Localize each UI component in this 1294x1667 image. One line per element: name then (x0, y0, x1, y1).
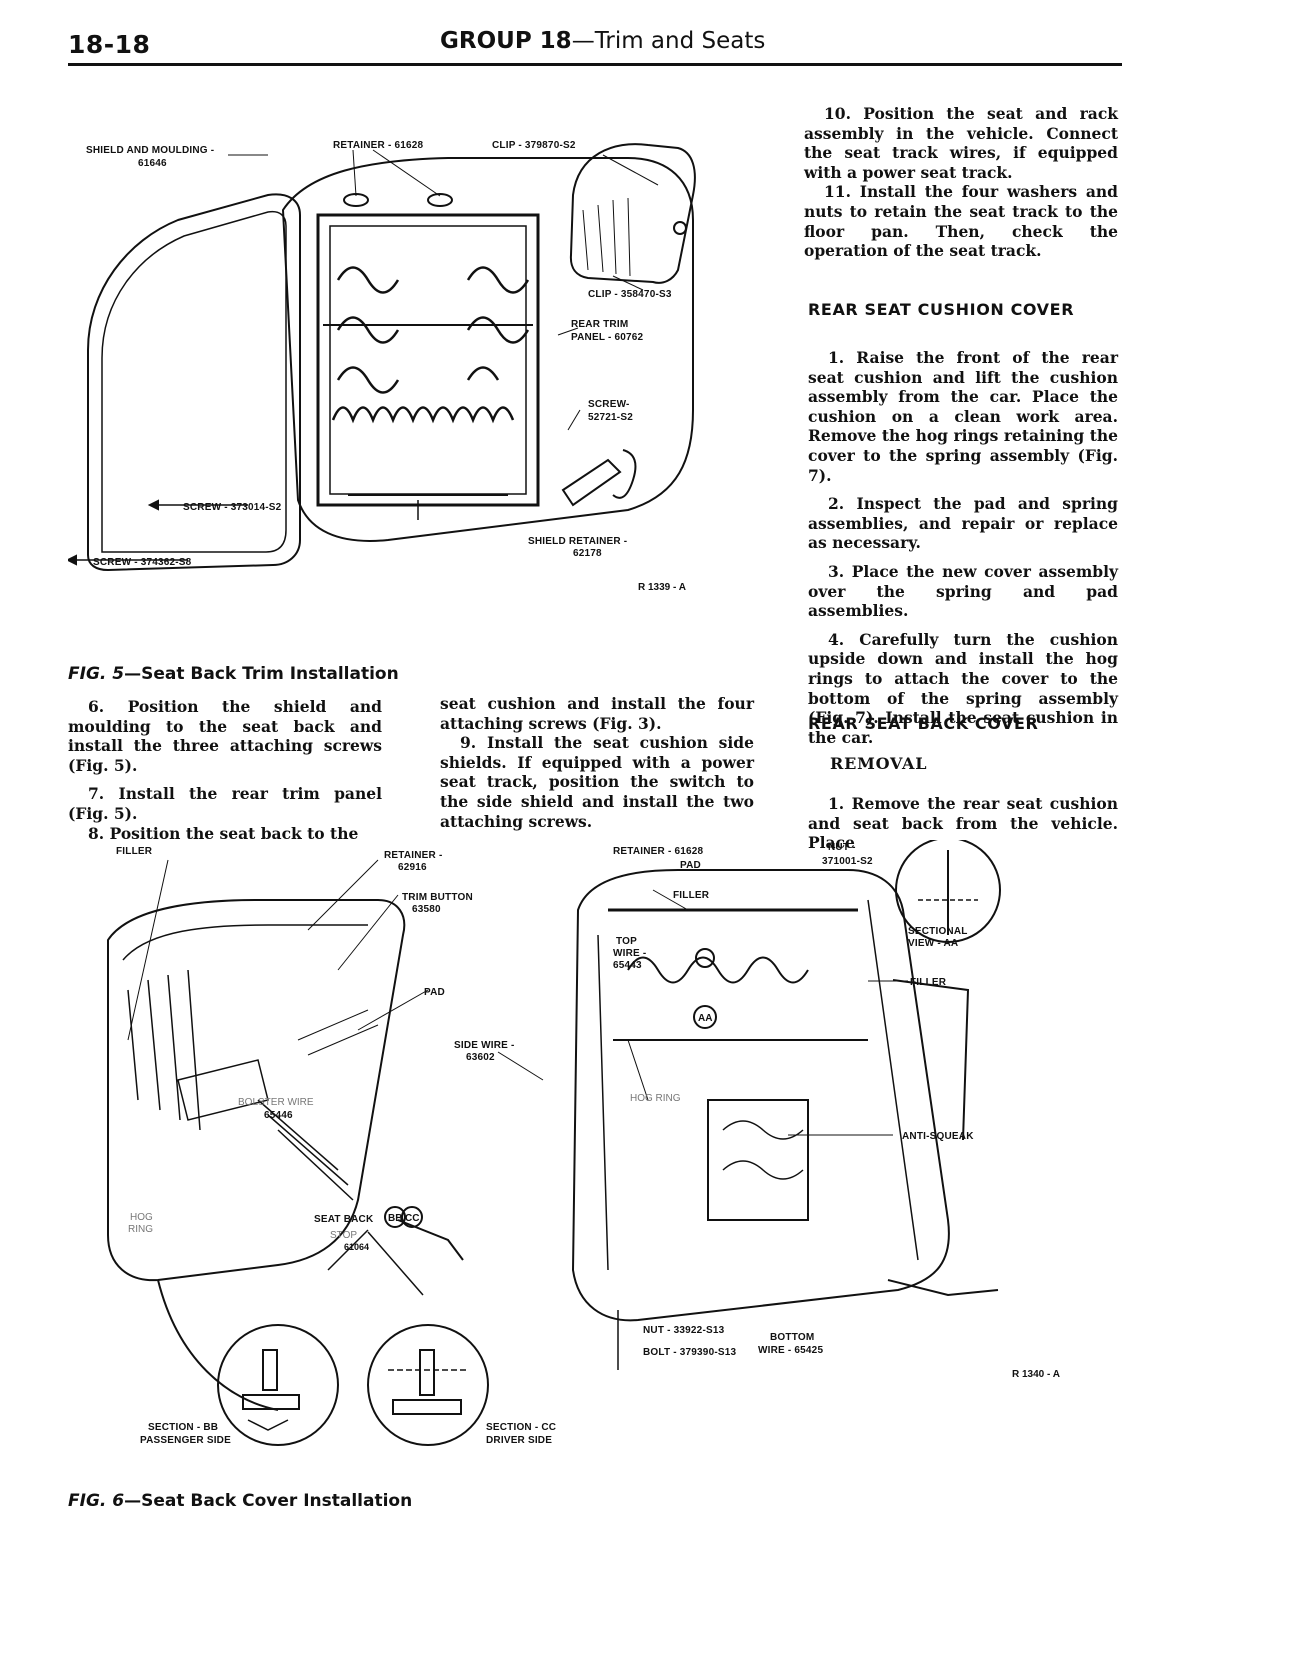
label-clip-mid: CLIP - 358470-S3 (588, 289, 672, 300)
label-screw: SCREW- (588, 399, 630, 410)
label-top-wire-num: 65443 (613, 960, 642, 971)
label-side-wire: SIDE WIRE - (454, 1040, 515, 1051)
label-bottom-wire-num: WIRE - 65425 (758, 1345, 823, 1356)
cushion-step-3: 3. Place the new cover assembly over the… (808, 561, 1118, 621)
step-7: 7. Install the rear trim panel (Fig. 5). (68, 784, 382, 823)
label-filler-left: FILLER (116, 846, 153, 857)
label-driver-side: DRIVER SIDE (486, 1435, 552, 1446)
subheading-removal: REMOVAL (830, 754, 928, 773)
label-bottom-wire: BOTTOM (770, 1332, 814, 1343)
page-header-title: GROUP 18—Trim and Seats (440, 28, 765, 54)
label-shield-retainer: SHIELD RETAINER - (528, 536, 627, 547)
figure-5-caption-fig: FIG. 5 (68, 664, 125, 684)
label-view-aa: VIEW - AA (908, 938, 958, 949)
label-sectional: SECTIONAL (908, 926, 968, 937)
label-filler-center: FILLER (673, 890, 710, 901)
figure-5-caption-title: —Seat Back Trim Installation (124, 664, 399, 684)
label-section-cc: SECTION - CC (486, 1422, 556, 1433)
label-screw-outer: SCREW - 374362-S8 (93, 557, 192, 568)
label-bolster-wire: BOLSTER WIRE (238, 1097, 314, 1108)
label-nut-top-num: 371001-S2 (822, 856, 873, 867)
label-retainer-top: RETAINER - 61628 (613, 846, 704, 857)
group-label: GROUP 18 (440, 28, 572, 54)
figure-5-caption: FIG. 5—Seat Back Trim Installation (68, 664, 399, 684)
label-retainer: RETAINER - 61628 (333, 140, 424, 151)
label-rear-trim: REAR TRIM (571, 319, 628, 330)
label-stop-num: 61064 (344, 1242, 369, 1252)
figure-5-illustration: SHIELD AND MOULDING - 61646 RETAINER - 6… (68, 140, 696, 593)
removal-steps: 1. Remove the rear seat cushion and seat… (808, 794, 1118, 853)
label-hog-ring-left-1: HOG (130, 1212, 153, 1223)
figure-6-caption-title: —Seat Back Cover Installation (124, 1491, 413, 1511)
label-filler-right: FILLER (910, 977, 947, 988)
label-cc-callout: CC (405, 1213, 419, 1224)
step-10: 10. Position the seat and rack assembly … (804, 104, 1118, 182)
label-stop: STOP (330, 1230, 357, 1241)
figure-6-illustration: FILLER RETAINER - 62916 TRIM BUTTON 6358… (107, 840, 1060, 1446)
label-section-bb: SECTION - BB (148, 1422, 218, 1433)
column-1-text: 6. Position the shield and moulding to t… (68, 697, 382, 843)
header-rule (68, 63, 1122, 66)
label-aa-callout: AA (698, 1013, 712, 1024)
label-top-wire-2: WIRE - (613, 948, 646, 959)
label-pad-left: PAD (424, 987, 445, 998)
heading-rear-seat-cushion-cover: REAR SEAT CUSHION COVER (808, 300, 1075, 319)
step-8: 8. Position the seat back to the (88, 823, 359, 843)
label-trim-button-num: 63580 (412, 904, 441, 915)
column-3-text: 10. Position the seat and rack assembly … (804, 104, 1118, 261)
figure-6-caption: FIG. 6—Seat Back Cover Installation (68, 1491, 412, 1511)
removal-step-1: 1. Remove the rear seat cushion and seat… (808, 794, 1118, 853)
cushion-step-4: 4. Carefully turn the cushion upside dow… (808, 629, 1118, 747)
label-hog-ring-center: HOG RING (630, 1093, 681, 1104)
label-seat-back: SEAT BACK (314, 1214, 374, 1225)
label-anti-squeak: ANTI-SQUEAK (902, 1131, 974, 1142)
figure-6-ref: R 1340 - A (1012, 1369, 1060, 1380)
column-2-text: seat cushion and install the four attach… (440, 694, 754, 831)
label-screw-num: 52721-S2 (588, 412, 633, 423)
label-bolster-wire-num: 65446 (264, 1110, 293, 1121)
label-clip-top: CLIP - 379870-S2 (492, 140, 576, 151)
cushion-step-1: 1. Raise the front of the rear seat cush… (808, 348, 1118, 485)
cushion-step-2: 2. Inspect the pad and spring assemblies… (808, 494, 1118, 553)
label-retainer-left-num: 62916 (398, 862, 427, 873)
label-pad-top: PAD (680, 860, 701, 871)
figure-5-ref: R 1339 - A (638, 582, 686, 593)
label-nut-top: NUT - (828, 842, 856, 853)
label-side-wire-num: 63602 (466, 1052, 495, 1063)
group-title: —Trim and Seats (571, 28, 766, 54)
figure-6-caption-fig: FIG. 6 (68, 1491, 125, 1511)
label-rear-trim-panel: PANEL - 60762 (571, 332, 644, 343)
cushion-steps: 1. Raise the front of the rear seat cush… (808, 348, 1118, 747)
label-bb-callout: BB (388, 1213, 402, 1224)
label-screw-inner: SCREW - 373014-S2 (183, 502, 282, 513)
label-top-wire-1: TOP (616, 936, 637, 947)
page-number: 18-18 (68, 30, 151, 59)
label-passenger-side: PASSENGER SIDE (140, 1435, 231, 1446)
label-trim-button: TRIM BUTTON (402, 892, 473, 903)
step-11: 11. Install the four washers and nuts to… (804, 182, 1118, 261)
step-6: 6. Position the shield and moulding to t… (68, 697, 382, 775)
label-shield-moulding: SHIELD AND MOULDING - (86, 145, 214, 156)
label-shield-retainer-num: 62178 (573, 548, 602, 559)
heading-rear-seat-back-cover: REAR SEAT BACK COVER (808, 714, 1039, 733)
label-nut-bottom: NUT - 33922-S13 (643, 1325, 725, 1336)
label-shield-moulding-num: 61646 (138, 158, 167, 169)
step-9: 9. Install the seat cushion side shields… (440, 733, 754, 831)
label-bolt-bottom: BOLT - 379390-S13 (643, 1347, 736, 1358)
label-retainer-left: RETAINER - (384, 850, 442, 861)
label-hog-ring-left-2: RING (128, 1224, 153, 1235)
step-8-cont: seat cushion and install the four attach… (440, 694, 754, 733)
